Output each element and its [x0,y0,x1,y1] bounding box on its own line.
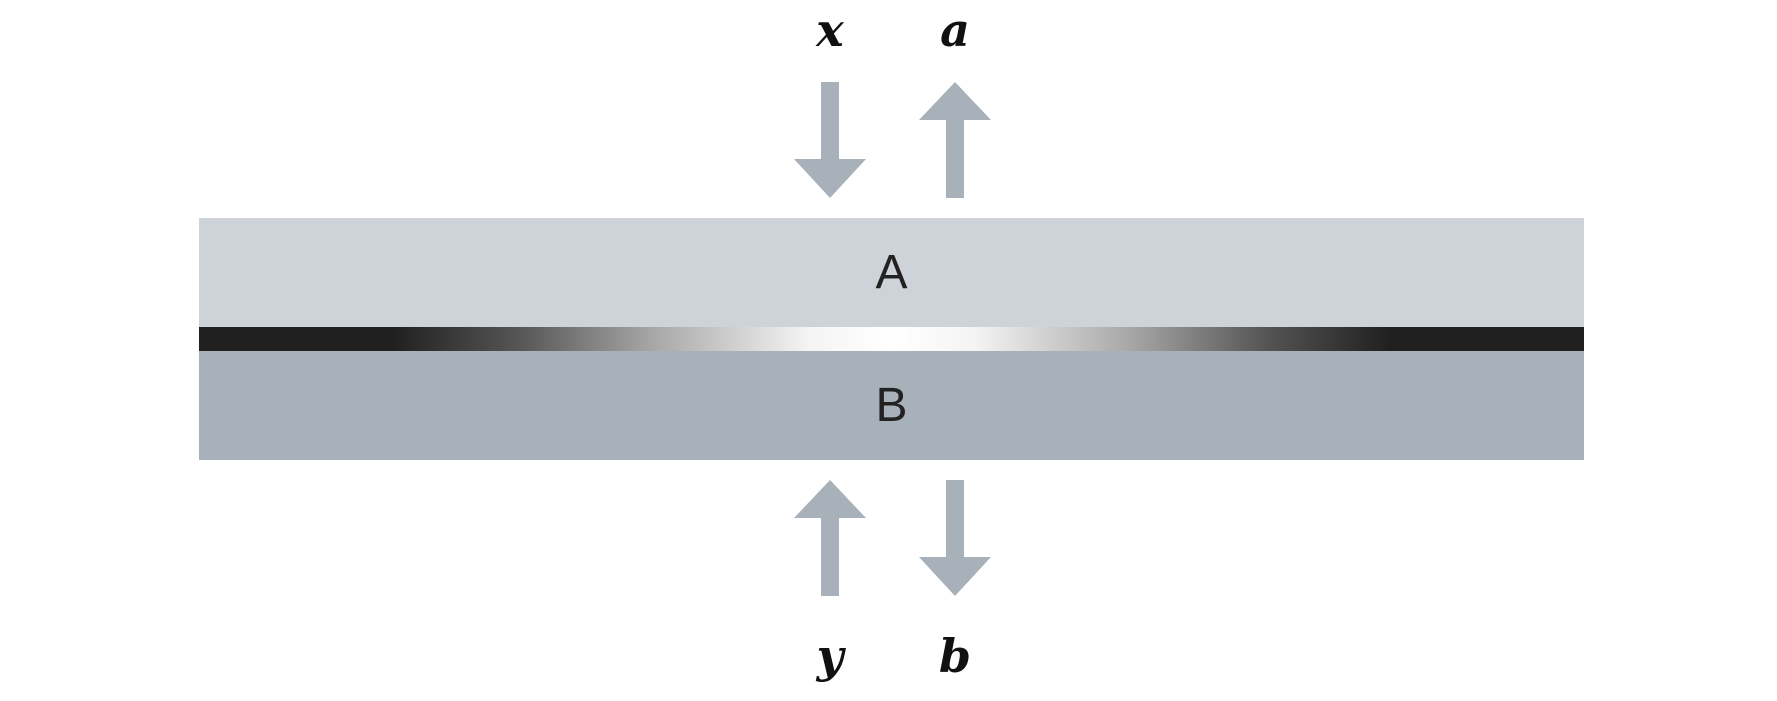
label-y: y [816,629,844,683]
label-x: x [816,3,844,57]
down-arrow-icon [919,480,991,596]
layer-b-label: B [875,379,908,432]
layer-b: B [199,351,1584,460]
down-arrow-icon [794,82,866,198]
layer-a-label: A [875,246,908,299]
interface-band [199,327,1584,351]
label-b: b [938,629,972,683]
up-arrow-icon [919,82,991,198]
up-arrow-icon [794,480,866,596]
label-a: a [940,3,970,57]
layer-a: A [199,218,1584,327]
